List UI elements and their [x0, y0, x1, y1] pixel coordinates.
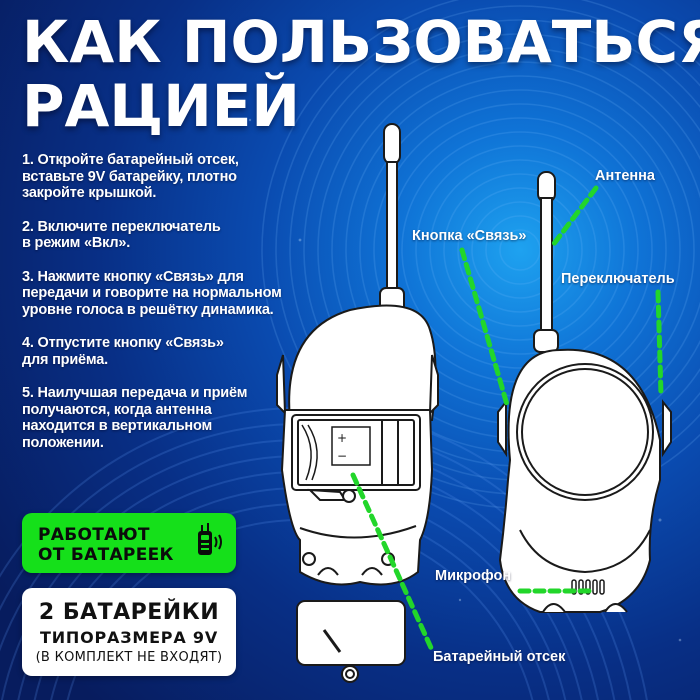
battery-minus-symbol: − — [337, 449, 347, 463]
page-title: КАК ПОЛЬЗОВАТЬСЯ РАЦИЕЙ — [22, 10, 700, 138]
title-line-1: КАК ПОЛЬЗОВАТЬСЯ — [22, 8, 700, 76]
instruction-steps: 1. Откройте батарейный отсек, вставьте 9… — [22, 152, 322, 468]
battery-note: (В КОМПЛЕКТ НЕ ВХОДЯТ) — [35, 650, 223, 665]
label-microphone: Микрофон — [435, 568, 512, 584]
radio-back-view — [276, 123, 439, 586]
battery-plus-symbol: + — [337, 431, 347, 445]
radio-front-view — [497, 171, 672, 613]
step-2: 2. Включите переключатель в режим «Вкл». — [22, 218, 221, 252]
step-1: 1. Откройте батарейный отсек, вставьте 9… — [22, 152, 239, 201]
label-battery-compartment: Батарейный отсек — [433, 649, 566, 665]
battery-count: 2 БАТАРЕЙКИ — [38, 600, 220, 625]
battery-cover — [296, 600, 406, 683]
callout-lines — [350, 185, 664, 653]
battery-powered-text: РАБОТАЮТ ОТ БАТАРЕЕК — [38, 525, 174, 565]
label-talk-button: Кнопка «Связь» — [412, 228, 527, 244]
walkie-talkie-icon — [198, 523, 222, 555]
step-4: 4. Отпустите кнопку «Связь» для приёма. — [22, 335, 224, 368]
title-line-2: РАЦИЕЙ — [22, 72, 300, 140]
step-3: 3. Нажмите кнопку «Связь» для передачи и… — [22, 268, 282, 318]
battery-size: ТИПОРАЗМЕРА 9V — [39, 628, 219, 647]
step-5: 5. Наилучшая передача и приём получаются… — [22, 385, 248, 451]
label-switch: Переключатель — [561, 271, 675, 287]
battery-requirement-badge: 2 БАТАРЕЙКИ ТИПОРАЗМЕРА 9V (В КОМПЛЕКТ Н… — [22, 588, 236, 676]
battery-powered-badge: РАБОТАЮТ ОТ БАТАРЕЕК — [22, 513, 236, 573]
label-antenna: Антенна — [595, 168, 655, 184]
